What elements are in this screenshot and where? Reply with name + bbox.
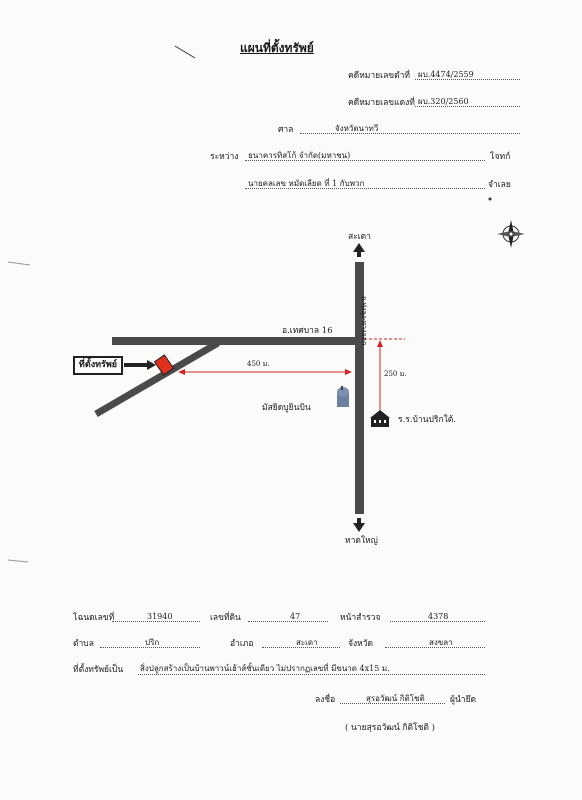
black-case-value: ผบ.4474/2559 (418, 70, 474, 79)
vertical-road (355, 262, 364, 514)
location-label: ที่ตั้งทรัพย์เป็น (73, 665, 124, 675)
scan-mark (7, 559, 29, 563)
deed-label: โฉนดเลขที่ (73, 613, 115, 623)
defendant-value: นายคลเลข หมัดเลียด ที่ 1 กับพวก (248, 179, 365, 188)
plaintiff-value: ธนาคารทิสโก้ จำกัด(มหาชน) (248, 151, 351, 160)
road-label: อ.เทศบาล 16 (282, 326, 333, 336)
school-icon (370, 410, 390, 427)
province-value: สงขลา (429, 638, 453, 647)
dotted-line (245, 160, 485, 161)
pointer-arrowhead (147, 360, 156, 370)
signature: สุรอวัฒน์ กิติโชติ (366, 694, 425, 703)
dotted-line (138, 674, 485, 675)
dotted-line (415, 79, 520, 80)
court-label: ศาล (278, 125, 294, 135)
location-value: สิ่งปลูกสร้างเป็นบ้านพาวน์เฮ้าส์ชั้นเดีย… (140, 664, 390, 673)
sign-role: ผู้นำยึด (450, 695, 477, 705)
dotted-line (300, 133, 520, 134)
distance-vertical: 250 ม. (384, 370, 407, 378)
north-label: สะเดา (348, 232, 371, 242)
plaintiff-label: โจทก์ (490, 152, 511, 162)
property-marker (153, 354, 175, 376)
arrow-down-icon (353, 518, 365, 532)
dotted-line (262, 647, 340, 648)
subdistrict-value: ปริก (145, 638, 160, 647)
dotted-line (340, 703, 445, 704)
compass-icon (497, 220, 525, 248)
red-case-value: ผบ.320/2560 (418, 97, 469, 106)
page-title: แผนที่ตั้งทรัพย์ (240, 41, 314, 55)
diagonal-road (94, 339, 220, 418)
red-case-label: คดีหมายเลขแดงที่ (348, 98, 415, 108)
property-label-box: ที่ตั้งทรัพย์ (73, 356, 123, 375)
court-value: จังหวัดนาทวี (335, 124, 379, 133)
mosque-label: มัสยิดบูยินบิน (262, 403, 311, 413)
deed-value: 31940 (147, 612, 173, 621)
signer-name: ( นายสุรอวัฒน์ กิติโชติ ) (345, 723, 435, 733)
black-case-label: คดีหมายเลขดำที่ (348, 71, 410, 81)
land-no-value: 47 (290, 612, 301, 621)
dotted-line (385, 647, 485, 648)
survey-label: หน้าสำรวจ (340, 613, 381, 623)
scan-mark (7, 261, 31, 266)
district-label: อำเภอ (230, 639, 254, 649)
defendant-label: จำเลย (488, 180, 511, 190)
district-value: สะเดา (296, 638, 318, 647)
horizontal-dimension (178, 369, 352, 375)
subdistrict-label: ตำบล (73, 639, 94, 649)
south-label: หาดใหญ่ (345, 536, 378, 546)
arrow-up-icon (353, 243, 365, 257)
dotted-line (100, 647, 200, 648)
horizontal-road (112, 337, 364, 345)
sign-label: ลงชื่อ (315, 695, 336, 705)
survey-value: 4378 (428, 612, 449, 621)
mosque-icon (337, 386, 349, 407)
dotted-line (248, 621, 328, 622)
dotted-line (245, 188, 485, 189)
pen-mark (174, 45, 196, 59)
province-label: จังหวัด (348, 639, 374, 649)
dotted-line (390, 621, 485, 622)
dotted-line (415, 106, 520, 107)
between-label: ระหว่าง (210, 152, 239, 162)
road-vertical-label: ถ.ทุ่งลุง-ทางออก (360, 296, 368, 346)
dotted-line (112, 621, 200, 622)
distance-horizontal: 450 ม. (247, 360, 270, 368)
school-label: ร.ร.บ้านปริกใต้. (398, 415, 456, 425)
land-no-label: เลขที่ดิน (210, 613, 241, 623)
pen-dot (488, 197, 492, 201)
vertical-dimension (364, 338, 405, 420)
